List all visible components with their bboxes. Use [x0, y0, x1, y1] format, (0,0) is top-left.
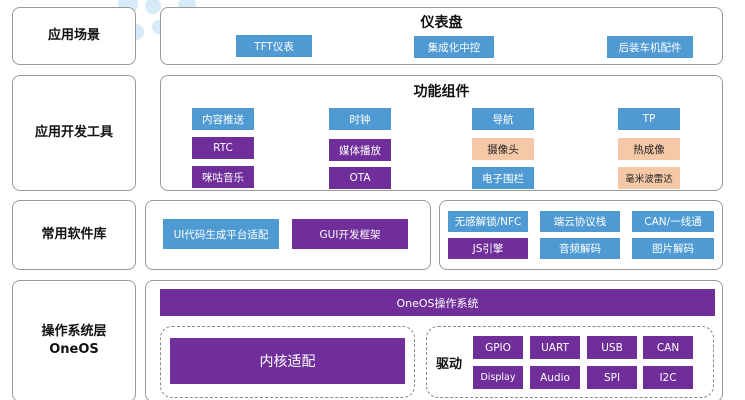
component-media: 媒体播放 — [329, 139, 391, 161]
driver-gpio: GPIO — [473, 336, 523, 359]
row-label-libs-text: 常用软件库 — [41, 227, 107, 242]
driver-group — [426, 326, 714, 398]
dashboard-title: 仪表盘 — [420, 15, 463, 31]
driver-display: Display — [473, 366, 523, 389]
row-label-os: 操作系统层 OneOS — [12, 280, 136, 400]
component-geofence: 电子围栏 — [472, 167, 534, 189]
driver-usb: USB — [587, 336, 637, 359]
component-tp: TP — [618, 108, 680, 130]
component-ota: OTA — [329, 167, 391, 189]
lib-can: CAN/一线通 — [632, 211, 714, 232]
component-migu-music: 咪咕音乐 — [192, 166, 254, 188]
driver-uart: UART — [530, 336, 580, 359]
driver-i2c: I2C — [643, 366, 693, 389]
component-radar: 毫米波雷达 — [618, 167, 680, 189]
row-label-libs: 常用软件库 — [12, 200, 136, 270]
dashboard-item-tft: TFT仪表 — [236, 35, 312, 57]
driver-can: CAN — [643, 336, 693, 359]
kernel-adaptation: 内核适配 — [170, 338, 405, 384]
row-label-devtools-text: 应用开发工具 — [34, 125, 113, 140]
lib-image-decode: 图片解码 — [632, 238, 714, 259]
row-label-devtools: 应用开发工具 — [12, 75, 136, 191]
component-navigation: 导航 — [472, 108, 534, 130]
lib-gui-framework: GUI开发框架 — [292, 219, 408, 249]
row-label-scenario: 应用场景 — [12, 7, 136, 65]
kernel-group — [160, 326, 415, 398]
os-banner: OneOS操作系统 — [160, 289, 715, 316]
decorative-dot — [145, 0, 161, 14]
lib-ui-codegen: UI代码生成平台适配 — [163, 219, 279, 249]
lib-nfc: 无感解锁/NFC — [448, 211, 528, 232]
driver-label: 驱动 — [436, 357, 463, 372]
component-thermal: 热成像 — [618, 138, 680, 160]
lib-audio-decode: 音频解码 — [540, 238, 620, 259]
dashboard-item-aftermarket: 后装车机配件 — [607, 36, 693, 58]
component-rtc: RTC — [192, 137, 254, 159]
lib-js-engine: JS引擎 — [448, 238, 528, 259]
component-push: 内容推送 — [192, 108, 254, 130]
component-camera: 摄像头 — [472, 138, 534, 160]
row-label-os-subtext: OneOS — [49, 342, 99, 357]
driver-audio: Audio — [530, 366, 580, 389]
components-title: 功能组件 — [413, 84, 470, 100]
row-label-scenario-text: 应用场景 — [47, 28, 100, 43]
component-clock: 时钟 — [329, 108, 391, 130]
row-label-os-text: 操作系统层 — [41, 324, 107, 339]
driver-spi: SPI — [587, 366, 637, 389]
dashboard-item-console: 集成化中控 — [414, 36, 494, 58]
lib-edge-cloud-protocol: 端云协议栈 — [540, 211, 620, 232]
